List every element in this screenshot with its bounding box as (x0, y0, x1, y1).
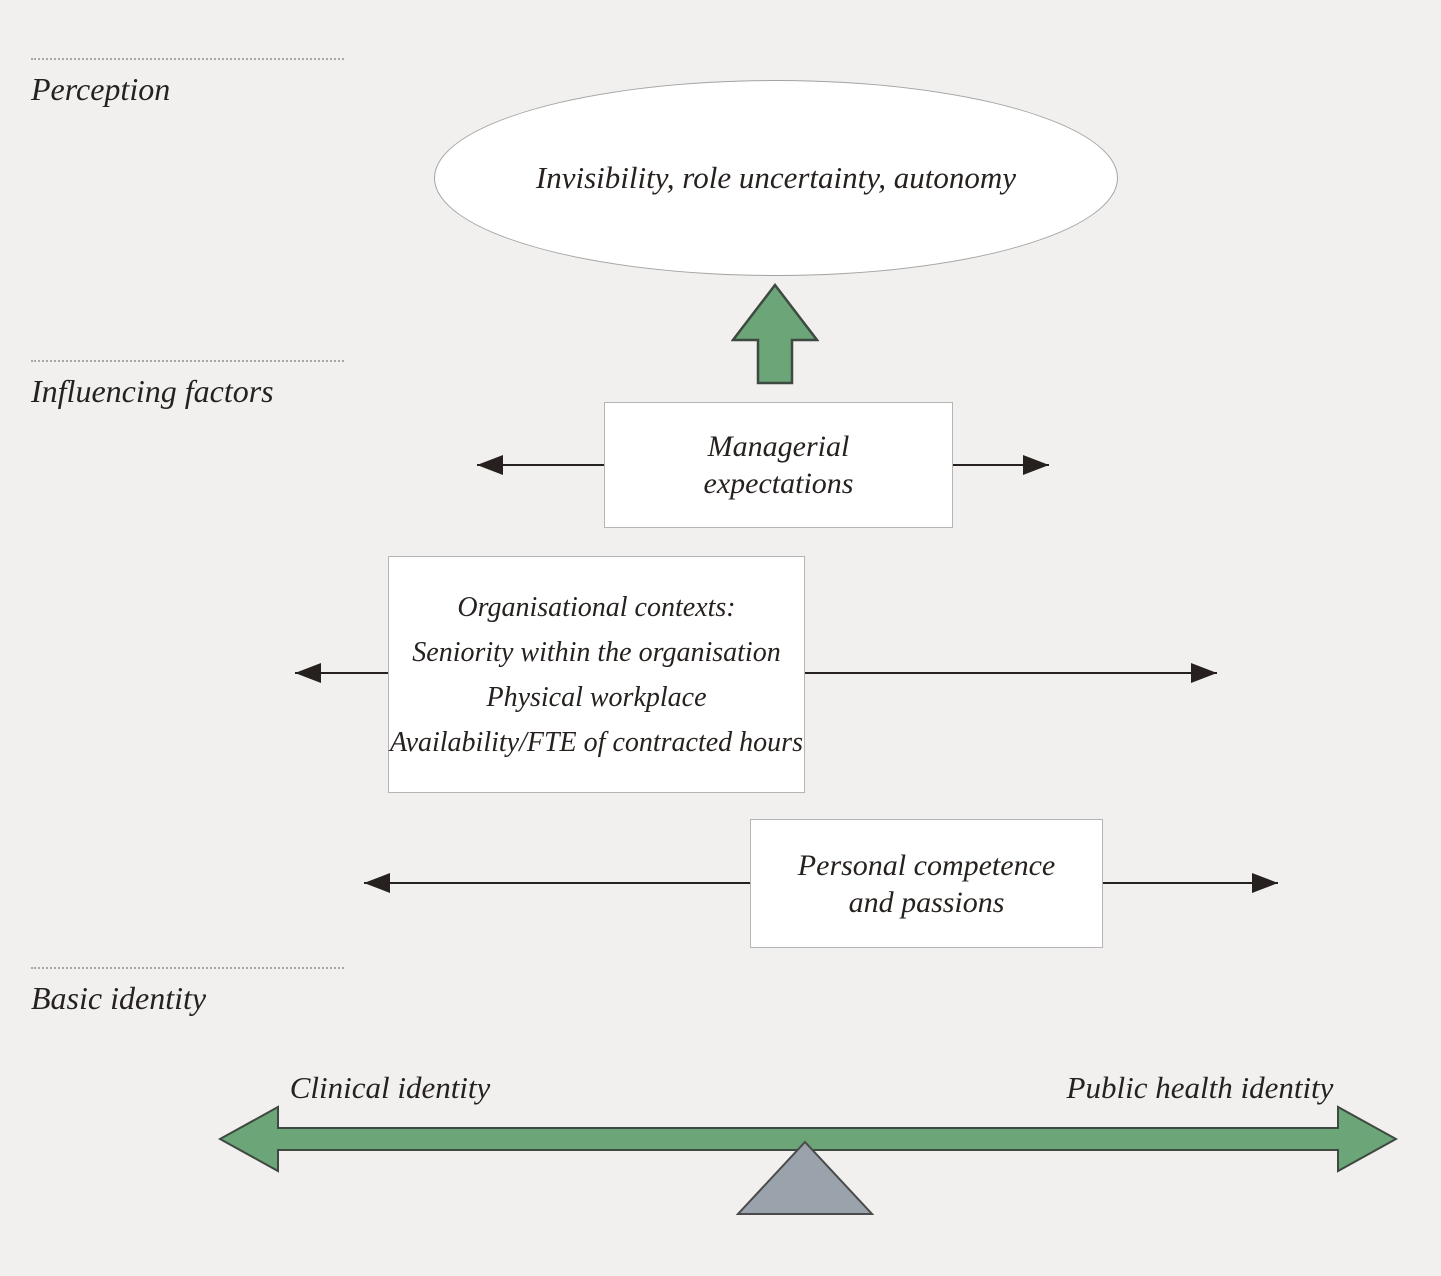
arrow-shaft (477, 464, 605, 466)
arrowhead-right-icon (1023, 455, 1049, 475)
up-arrow-icon (731, 283, 819, 385)
arrow-shaft (295, 672, 389, 674)
arrow-shaft (364, 882, 751, 884)
organisational-contexts-box: Organisational contexts: Seniority withi… (388, 556, 805, 793)
box-text-line: Organisational contexts: (457, 591, 736, 623)
box-text-line: and passions (848, 885, 1005, 919)
section-divider-basic-identity (31, 967, 344, 969)
arrow-shaft (953, 464, 1049, 466)
managerial-left-arrow (477, 454, 605, 476)
clinical-identity-label: Clinical identity (289, 1070, 491, 1105)
perception-ellipse: Invisibility, role uncertainty, autonomy (434, 80, 1118, 276)
public-health-identity-label: Public health identity (1066, 1070, 1334, 1105)
section-label-perception: Perception (31, 71, 171, 107)
arrowhead-left-icon (477, 455, 503, 475)
fulcrum-triangle-icon (736, 1140, 874, 1215)
box-text-line: Physical workplace (486, 681, 707, 713)
box-text-line: Managerial (707, 430, 850, 463)
section-label-influencing-factors: Influencing factors (31, 373, 274, 409)
personal-left-arrow (364, 872, 751, 894)
box-text-line: Personal competence (797, 848, 1056, 882)
identity-spectrum-double-arrow (218, 1105, 1398, 1173)
arrow-shaft (1102, 882, 1278, 884)
section-divider-influencing-factors (31, 360, 344, 362)
arrowhead-right-icon (1252, 873, 1278, 893)
perception-ellipse-text: Invisibility, role uncertainty, autonomy (535, 160, 1017, 195)
personal-competence-box: Personal competence and passions (750, 819, 1103, 948)
managerial-right-arrow (953, 454, 1049, 476)
arrowhead-right-icon (1191, 663, 1217, 683)
section-divider-perception (31, 58, 344, 60)
organisational-right-arrow (804, 662, 1217, 684)
managerial-expectations-box: Managerial expectations (604, 402, 953, 528)
box-text-line: expectations (703, 467, 854, 500)
arrow-shaft (804, 672, 1217, 674)
section-label-basic-identity: Basic identity (31, 980, 207, 1016)
organisational-left-arrow (295, 662, 389, 684)
personal-right-arrow (1102, 872, 1278, 894)
box-text-line: Availability/FTE of contracted hours (390, 726, 803, 758)
arrowhead-left-icon (364, 873, 390, 893)
box-text-line: Seniority within the organisation (412, 636, 781, 668)
arrowhead-left-icon (295, 663, 321, 683)
